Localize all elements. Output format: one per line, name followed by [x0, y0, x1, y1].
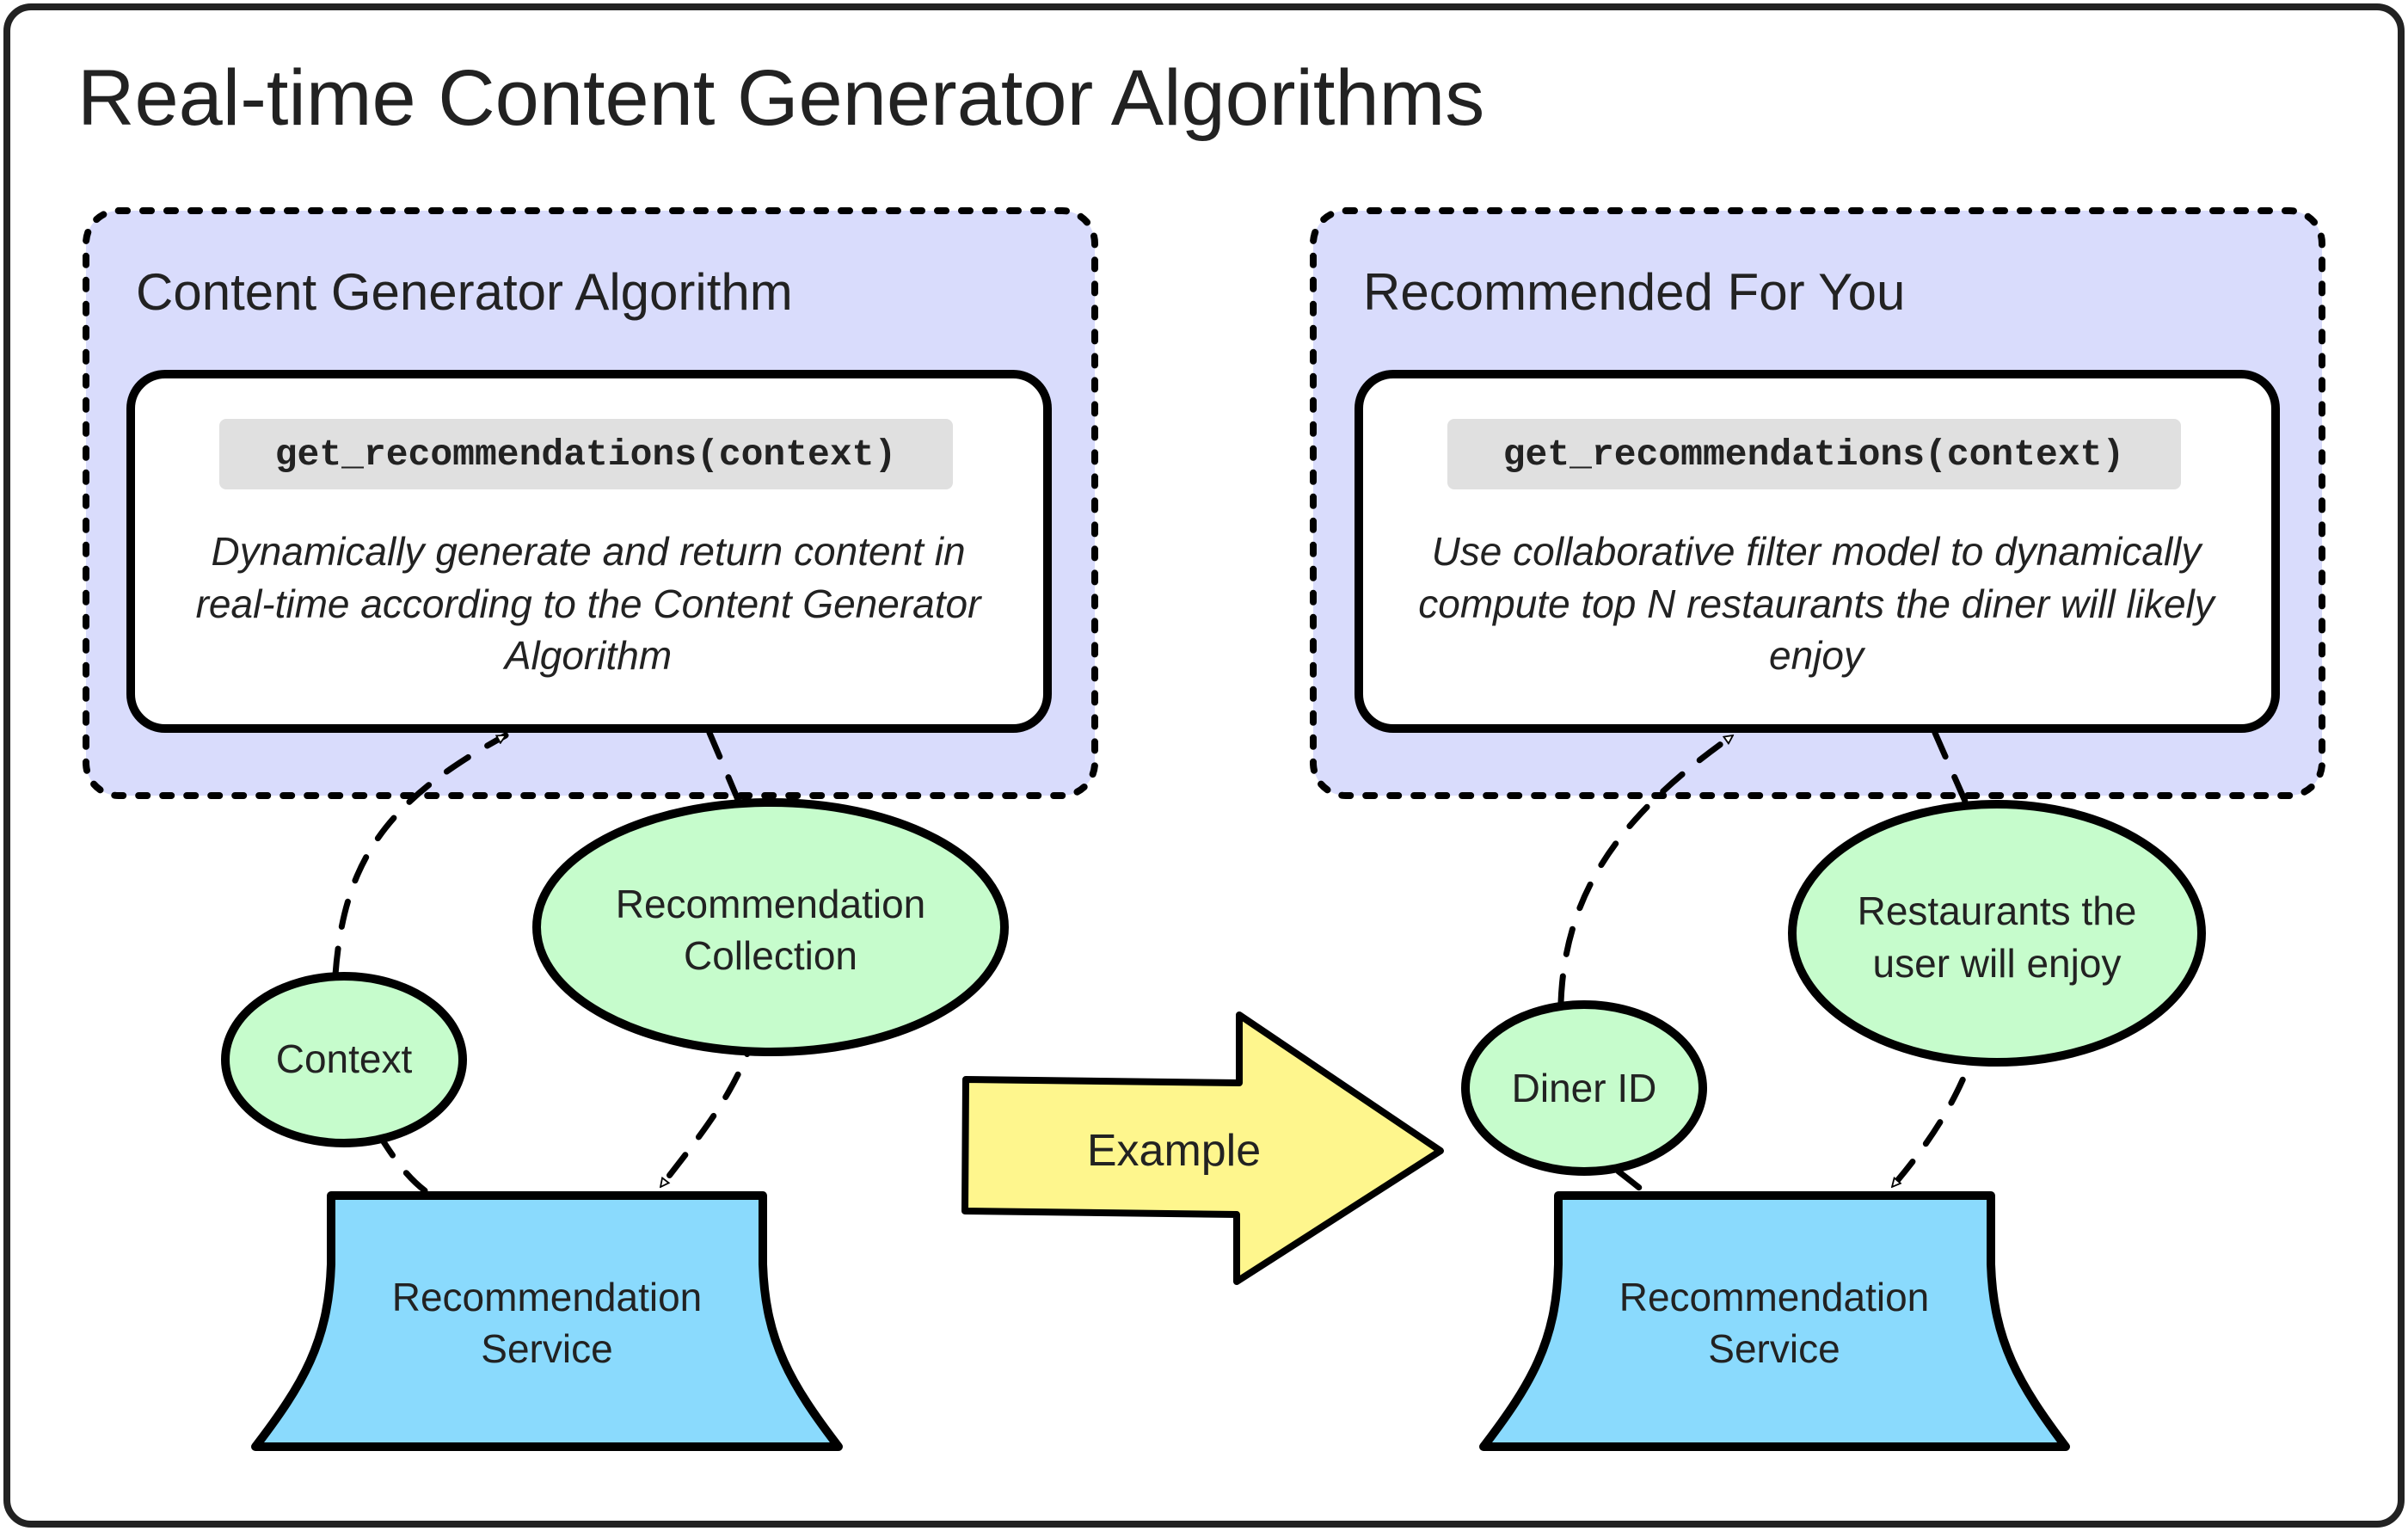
connector-service-to-input [1615, 1168, 1650, 1197]
input-data-node [1461, 1000, 1707, 1176]
function-signature: get_recommendations(context) [275, 433, 897, 476]
panel-generic: Content Generator Algorithm get_recommen… [83, 207, 1098, 1451]
description-line-2: real-time according to the Content Gener… [196, 581, 982, 626]
function-signature: get_recommendations(context) [1503, 433, 2125, 476]
service-label-line-1: Recommendation [1619, 1275, 1930, 1319]
service-label-line-1: Recommendation [392, 1275, 703, 1319]
input-data-label: Diner ID [1512, 1066, 1657, 1110]
code-chip [1447, 419, 2181, 489]
input-data-node [221, 972, 467, 1147]
connector-output-to-service [1889, 984, 1993, 1190]
description-line-1: Use collaborative filter model to dynami… [1432, 529, 2204, 574]
output-data-node [532, 798, 1009, 1056]
connector-output-to-service [657, 979, 767, 1190]
example-arrow-shape [961, 1011, 1444, 1285]
connector-context-to-function [332, 732, 509, 978]
output-data-label-line-1: Restaurants the [1858, 888, 2137, 933]
connector-input-to-function [1557, 732, 1736, 1005]
service-node [1479, 1191, 2070, 1451]
connector-service-to-context [375, 1130, 429, 1195]
output-data-node [1788, 800, 2206, 1067]
service-label-line-2: Service [481, 1326, 612, 1371]
input-data-label: Context [276, 1036, 413, 1081]
example-arrow: Example [961, 1011, 1444, 1285]
service-node [251, 1191, 843, 1451]
description-line-2: compute top N restaurants the diner will… [1418, 581, 2217, 626]
group-heading: Content Generator Algorithm [136, 263, 793, 321]
diagram-title: Real-time Content Generator Algorithms [77, 54, 1484, 142]
example-arrow-label: Example [1087, 1126, 1261, 1176]
output-data-label-line-2: user will enjoy [1873, 941, 2122, 986]
panel-restaurant-example: Recommended For You get_recommendations(… [1310, 207, 2325, 1451]
code-chip [219, 419, 953, 489]
group-heading: Recommended For You [1363, 263, 1905, 321]
description-line-3: enjoy [1769, 633, 1866, 678]
service-label-line-2: Service [1708, 1326, 1840, 1371]
description-line-1: Dynamically generate and return content … [211, 529, 965, 574]
output-data-label-line-2: Collection [684, 933, 857, 978]
description-line-3: Algorithm [502, 633, 672, 678]
output-data-label-line-1: Recommendation [616, 882, 926, 926]
